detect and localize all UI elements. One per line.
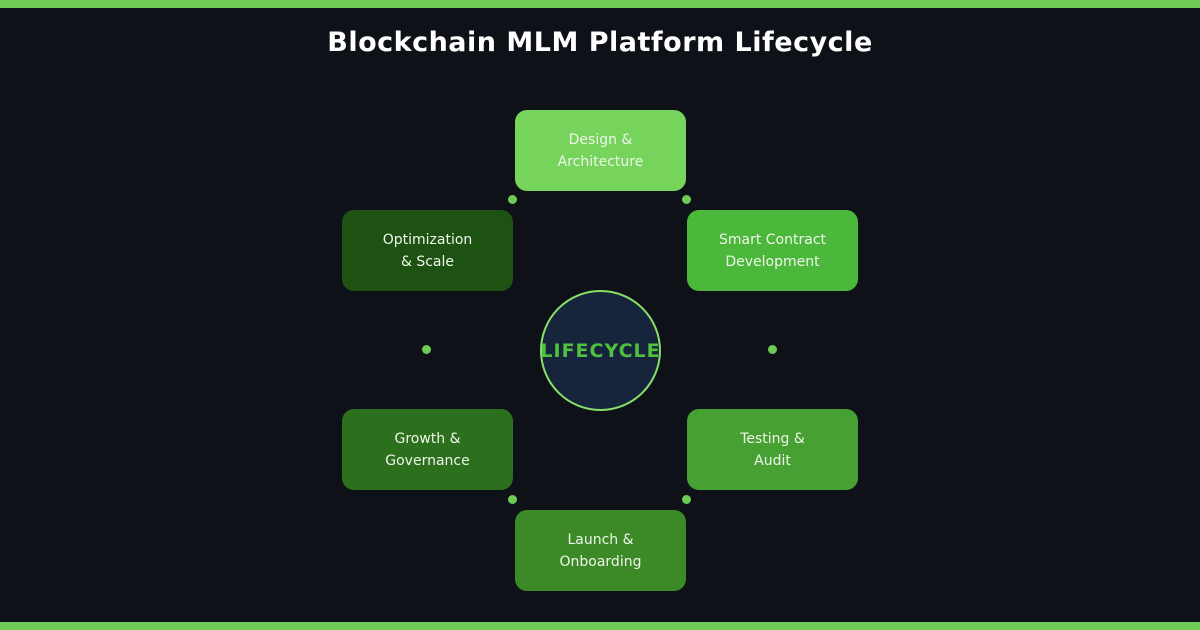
node-optimization-scale: Optimization & Scale — [342, 210, 513, 291]
node-label-line1: Smart Contract — [718, 231, 827, 248]
node-label-line2: Governance — [385, 452, 470, 469]
node-label-line2: Architecture — [557, 153, 644, 170]
node-label-line2: Onboarding — [559, 553, 642, 570]
connector-dot — [508, 495, 517, 504]
center-label: LIFECYCLE — [540, 339, 661, 362]
node-smart-contract-development: Smart Contract Development — [687, 210, 858, 291]
node-design-architecture: Design & Architecture — [515, 110, 686, 191]
top-accent-bar — [0, 0, 1200, 8]
node-label-line1: Testing & — [740, 430, 805, 447]
node-growth-governance: Growth & Governance — [342, 409, 513, 490]
node-testing-audit: Testing & Audit — [687, 409, 858, 490]
connector-dot — [682, 195, 691, 204]
connector-dot — [768, 345, 777, 354]
node-label-line1: Launch & — [567, 531, 634, 548]
connector-dot — [508, 195, 517, 204]
page-title: Blockchain MLM Platform Lifecycle — [327, 27, 873, 58]
node-label-line2: Development — [725, 253, 820, 270]
bottom-accent-bar — [0, 622, 1200, 630]
center-circle: LIFECYCLE — [540, 290, 661, 411]
node-launch-onboarding: Launch & Onboarding — [515, 510, 686, 591]
node-label-line2: & Scale — [400, 253, 455, 270]
node-label-line2: Audit — [754, 452, 791, 469]
connector-dot — [422, 345, 431, 354]
node-label-line1: Optimization — [382, 231, 473, 248]
node-label-line1: Growth & — [394, 430, 461, 447]
connector-dot — [682, 495, 691, 504]
node-label-line1: Design & — [568, 131, 633, 148]
